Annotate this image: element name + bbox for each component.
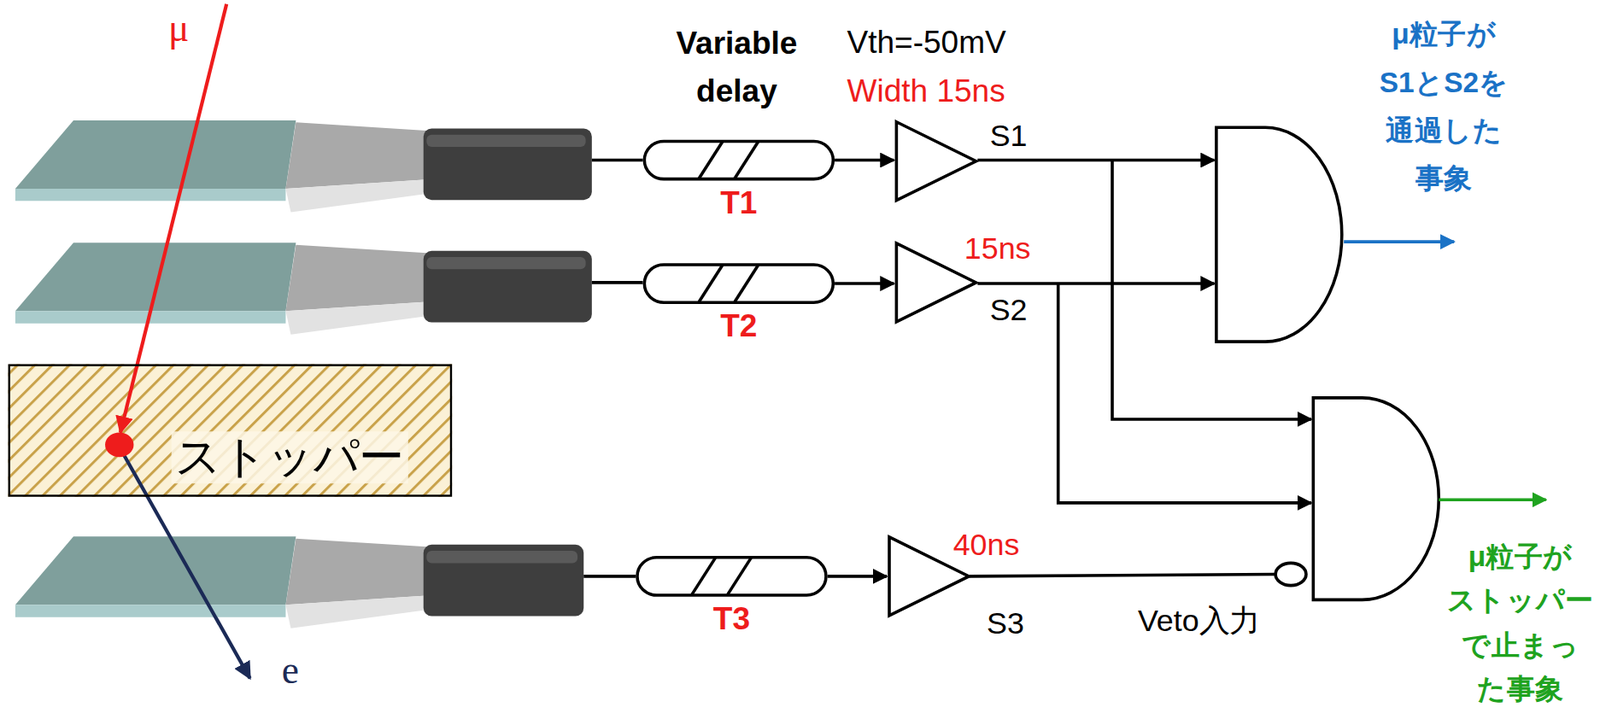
delay-outline [644,264,833,303]
muon-track [120,4,227,434]
scintillator-plate [15,242,296,311]
delay-outline [644,140,833,179]
photomultiplier [423,128,592,201]
scintillator-plate [15,536,296,605]
light-guide [285,179,427,212]
photomultiplier [423,251,592,323]
wire [977,158,1214,163]
discriminator: 15nsS2 [895,241,979,324]
scintillator-edge [15,188,287,201]
delay-title: Variable delay [675,20,798,116]
and-gate [1216,127,1343,342]
decay-point [105,432,134,458]
electron-track [120,449,251,680]
particle-label: μ [168,5,189,51]
signal-wire [834,281,894,286]
delay-slash [698,265,722,303]
light-guide [285,596,427,629]
signal-label: 15ns [964,231,1032,267]
stopper-block: ストッパー [8,363,453,497]
wire [583,574,636,579]
output-arrow [1438,498,1546,503]
stopper-label: ストッパー [171,431,409,483]
delay-slash [698,141,722,179]
wire [969,574,1276,577]
light-guide [285,302,427,335]
delay-label: T2 [643,308,836,346]
variable-delay: T2 [643,263,836,305]
delay-slash [734,265,758,303]
delay-shape [635,556,828,598]
particle-label: e [281,649,299,694]
variable-delay: T1 [643,140,836,182]
output-note: μ粒子が S1とS2を 通過した 事象 [1379,10,1509,203]
delay-label: T3 [635,601,828,639]
pmt-highlight [426,257,586,270]
signal-label: S1 [990,118,1028,154]
discriminator-triangle [896,243,976,323]
variable-delay: T3 [635,556,828,598]
stopper-hatch [8,363,453,497]
photomultiplier [423,545,585,617]
veto-inverter [1275,562,1307,586]
pmt-highlight [426,134,586,147]
discriminator: 40nsS3 [887,535,971,618]
discriminator-shape [895,120,979,203]
and-gate [1312,398,1439,601]
light-guide [285,539,427,606]
scintillator-plate [15,120,296,189]
delay-outline [637,557,827,596]
scintillator-counter [15,536,584,629]
delay-slash [691,557,716,595]
scintillator-counter [15,242,592,335]
wire [591,158,644,163]
signal-label: S3 [986,606,1025,642]
delay-shape [643,263,836,305]
output-arrow [1343,240,1454,244]
threshold-label: Vth=-50mV [846,24,1006,62]
delay-label: T1 [643,184,836,222]
light-guide [285,122,427,189]
width-label: Width 15ns [846,73,1005,111]
output-note: μ粒子が ストッパー で止まっ た事象 [1447,534,1595,712]
pmt-highlight [426,550,578,563]
wire [1058,283,1312,504]
discriminator-triangle [896,122,976,201]
delay-shape [643,140,836,182]
scintillator-counter [15,120,592,213]
delay-slash [734,141,758,179]
signal-wire [834,158,894,163]
wire [591,281,644,285]
signal-label: 40ns [953,527,1020,563]
wire [1112,160,1312,420]
signal-wire [827,574,887,579]
discriminator: S1 [895,120,979,203]
wire [977,281,1214,286]
wires [583,160,1312,577]
veto-label: Veto入力 [1137,603,1261,639]
light-guide [285,245,427,312]
delay-slash [727,557,751,595]
signal-label: S2 [990,293,1028,329]
scintillator-edge [15,604,287,617]
